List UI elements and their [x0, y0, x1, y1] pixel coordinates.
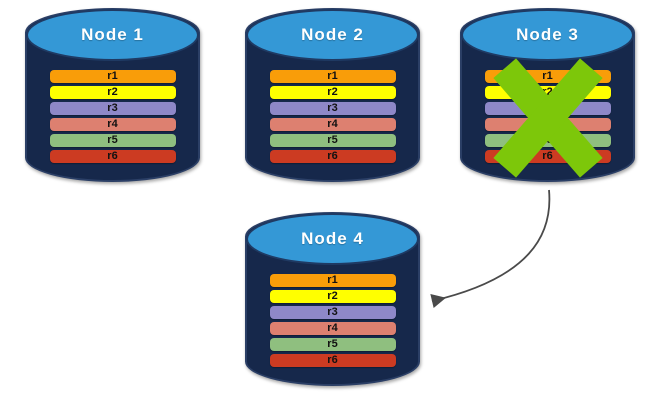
node2-record-r6[interactable]: r6 — [269, 150, 396, 163]
node-cylinder-node4[interactable]: Node 4 r1 r2 r3 r4 r5 r6 — [245, 212, 420, 386]
node3-record-r1[interactable]: r1 — [484, 70, 611, 83]
node2-cylinder-top: Node 2 — [246, 9, 419, 61]
node3-cylinder-top: Node 3 — [461, 9, 634, 61]
node1-record-r1[interactable]: r1 — [49, 70, 176, 83]
node1-record-r6[interactable]: r6 — [49, 150, 176, 163]
node-cylinder-node1[interactable]: Node 1 r1 r2 r3 r4 r5 r6 — [25, 8, 200, 182]
node3-record-stack: r1 r2 r3 r4 r5 r6 — [460, 70, 635, 163]
node2-record-stack: r1 r2 r3 r4 r5 r6 — [245, 70, 420, 163]
node1-record-r4[interactable]: r4 — [49, 118, 176, 131]
node3-record-r5[interactable]: r5 — [484, 134, 611, 147]
node1-record-r2[interactable]: r2 — [49, 86, 176, 99]
node4-record-stack: r1 r2 r3 r4 r5 r6 — [245, 274, 420, 367]
node3-record-r4[interactable]: r4 — [484, 118, 611, 131]
connector-path — [430, 189, 551, 309]
node2-record-r2[interactable]: r2 — [269, 86, 396, 99]
node1-record-stack: r1 r2 r3 r4 r5 r6 — [25, 70, 200, 163]
node3-record-r2[interactable]: r2 — [484, 86, 611, 99]
node4-record-r6[interactable]: r6 — [269, 354, 396, 367]
node1-record-r3[interactable]: r3 — [49, 102, 176, 115]
node2-record-r4[interactable]: r4 — [269, 118, 396, 131]
node2-record-r3[interactable]: r3 — [269, 102, 396, 115]
node3-record-r3[interactable]: r3 — [484, 102, 611, 115]
node2-record-r1[interactable]: r1 — [269, 70, 396, 83]
node2-record-r5[interactable]: r5 — [269, 134, 396, 147]
node4-label: Node 4 — [301, 229, 364, 248]
node2-label: Node 2 — [301, 25, 364, 44]
node4-cylinder-top: Node 4 — [246, 213, 419, 265]
node4-record-r1[interactable]: r1 — [269, 274, 396, 287]
node1-record-r5[interactable]: r5 — [49, 134, 176, 147]
node1-label: Node 1 — [81, 25, 144, 44]
node3-record-r6[interactable]: r6 — [484, 150, 611, 163]
node3-label: Node 3 — [516, 25, 579, 44]
node-cylinder-node3[interactable]: Node 3 r1 r2 r3 r4 r5 r6 — [460, 8, 635, 182]
node4-record-r4[interactable]: r4 — [269, 322, 396, 335]
node4-record-r3[interactable]: r3 — [269, 306, 396, 319]
node-cylinder-node2[interactable]: Node 2 r1 r2 r3 r4 r5 r6 — [245, 8, 420, 182]
node4-record-r5[interactable]: r5 — [269, 338, 396, 351]
node4-record-r2[interactable]: r2 — [269, 290, 396, 303]
node1-cylinder-top: Node 1 — [26, 9, 199, 61]
